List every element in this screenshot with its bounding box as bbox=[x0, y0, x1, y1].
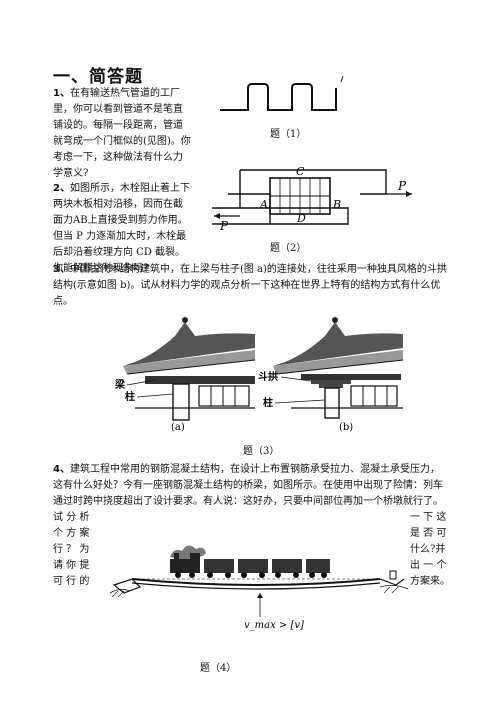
figure-3-caption: 题（3） bbox=[243, 446, 280, 457]
question-1-line: 在有输送热气管道的工厂 bbox=[69, 88, 180, 99]
question-4-right-line: 是 否 可 bbox=[410, 528, 447, 539]
pipe-loop-figure bbox=[220, 75, 344, 111]
label-d: D bbox=[296, 212, 306, 225]
question-4-right-column: 一 下 这 是 否 可 什么?并 出 一 个 方案来。 bbox=[410, 510, 470, 590]
question-2-line: 但当 P 力逐渐加大时，木栓最 bbox=[53, 231, 187, 242]
figure-2-caption: 题（2） bbox=[270, 243, 307, 254]
question-3: 3、中国古代木结构建筑中，在上梁与柱子(图 a)的连接处，往往采用一种独具风格的… bbox=[53, 262, 453, 310]
building-figure-b: 斗拱 柱 (b) bbox=[258, 317, 404, 433]
question-4-line: 这有什么好处？今有一座钢筋混凝土结构的桥梁，如图所示。在使用中出现了险情：列车 bbox=[53, 480, 443, 491]
question-4-right-line: 出 一 个 bbox=[410, 560, 447, 571]
ancient-building-figures: 梁 柱 (a) 斗拱 柱 (b) bbox=[114, 317, 404, 433]
question-2-line: 后却沿着纹理方向 CD 截裂。 bbox=[53, 247, 186, 258]
question-3-number: 3、 bbox=[53, 264, 70, 275]
question-2-number: 2、 bbox=[53, 183, 70, 194]
question-1: 1、在有输送热气管道的工厂 里，你可以看到管道不是笔直 铺设的。每隔一段距离，管… bbox=[53, 86, 223, 182]
question-4-left-line: 行 ？ 为 bbox=[53, 544, 90, 555]
figure-4-caption: 题（4） bbox=[200, 663, 237, 674]
question-1-line: 铺设的。每隔一段距离，管道 bbox=[53, 120, 183, 131]
label-column-a: 柱 bbox=[125, 390, 135, 403]
question-3-line: 结构(示意如图 b)。试从材料力学的观点分析一下这种在世界上特有的结构方式有什么… bbox=[53, 280, 441, 291]
question-1-line: 就弯成一个门框似的(见图)。你 bbox=[53, 136, 191, 147]
label-bracket: 斗拱 bbox=[258, 370, 278, 383]
label-beam: 梁 bbox=[114, 378, 126, 391]
label-p-left: P bbox=[219, 219, 229, 233]
question-4-left-line: 可 行 的 bbox=[53, 576, 90, 587]
wooden-peg-figure: C A B D P P bbox=[212, 165, 412, 233]
section-title: 一、简答题 bbox=[53, 67, 143, 87]
question-1-line: 考虑一下，这种做法有什么力 bbox=[53, 152, 183, 163]
label-column-b: 柱 bbox=[263, 396, 273, 409]
question-2-line: 两块木板相对沿移，因而在截 bbox=[53, 199, 183, 210]
figure-1-caption: 题（1） bbox=[270, 129, 307, 140]
question-4-left-line: 试 分 析 bbox=[53, 512, 90, 523]
figure-a-label: (a) bbox=[171, 422, 185, 433]
train-bridge-figure: v_max > [v] bbox=[109, 545, 409, 631]
question-2-line: 面力AB上直接受到剪力作用。 bbox=[53, 215, 188, 226]
label-p-right: P bbox=[397, 179, 407, 193]
label-b: B bbox=[332, 198, 341, 211]
figure-b-label: (b) bbox=[339, 422, 353, 433]
question-4-left-line: 个 方 案 bbox=[53, 528, 90, 539]
question-4-line: 通过时跨中挠度超出了设计要求。有人说：这好办，只要中间部位再加一个桥墩就行了。 bbox=[53, 496, 443, 507]
question-2: 2、如图所示，木栓阻止着上下 两块木板相对沿移，因而在截 面力AB上直接受到剪力… bbox=[53, 181, 223, 277]
question-1-number: 1、 bbox=[53, 88, 70, 99]
question-4-line: 建筑工程中常用的钢筋混凝土结构，在设计上布置钢筋承受拉力、混凝土承受压力， bbox=[69, 464, 440, 475]
question-4-left-line: 请 你 提 bbox=[53, 560, 90, 571]
building-figure-a: 梁 柱 (a) bbox=[114, 317, 256, 433]
question-1-line: 学意义? bbox=[53, 168, 89, 179]
question-4-right-line: 方案来。 bbox=[410, 576, 450, 587]
question-1-line: 里，你可以看到管道不是笔直 bbox=[53, 104, 183, 115]
deflection-formula: v_max > [v] bbox=[244, 620, 304, 631]
question-4-right-line: 一 下 这 bbox=[410, 512, 447, 523]
question-2-line: 你能解释这种现象吗? bbox=[53, 263, 149, 274]
label-a: A bbox=[259, 198, 268, 211]
question-4-right-line: 什么?并 bbox=[410, 544, 446, 555]
question-3-line: 点。 bbox=[53, 296, 73, 307]
question-2-line: 如图所示，木栓阻止着上下 bbox=[69, 183, 190, 194]
question-4-left-column: 试 分 析 个 方 案 行 ？ 为 请 你 提 可 行 的 bbox=[53, 510, 113, 590]
question-4: 4、建筑工程中常用的钢筋混凝土结构，在设计上布置钢筋承受拉力、混凝土承受压力， … bbox=[53, 462, 473, 510]
question-3-line: 中国古代木结构建筑中，在上梁与柱子(图 a)的连接处，往往采用一种独具风格的斗拱 bbox=[69, 264, 447, 275]
question-4-number: 4、 bbox=[53, 464, 70, 475]
label-c: C bbox=[296, 165, 305, 178]
